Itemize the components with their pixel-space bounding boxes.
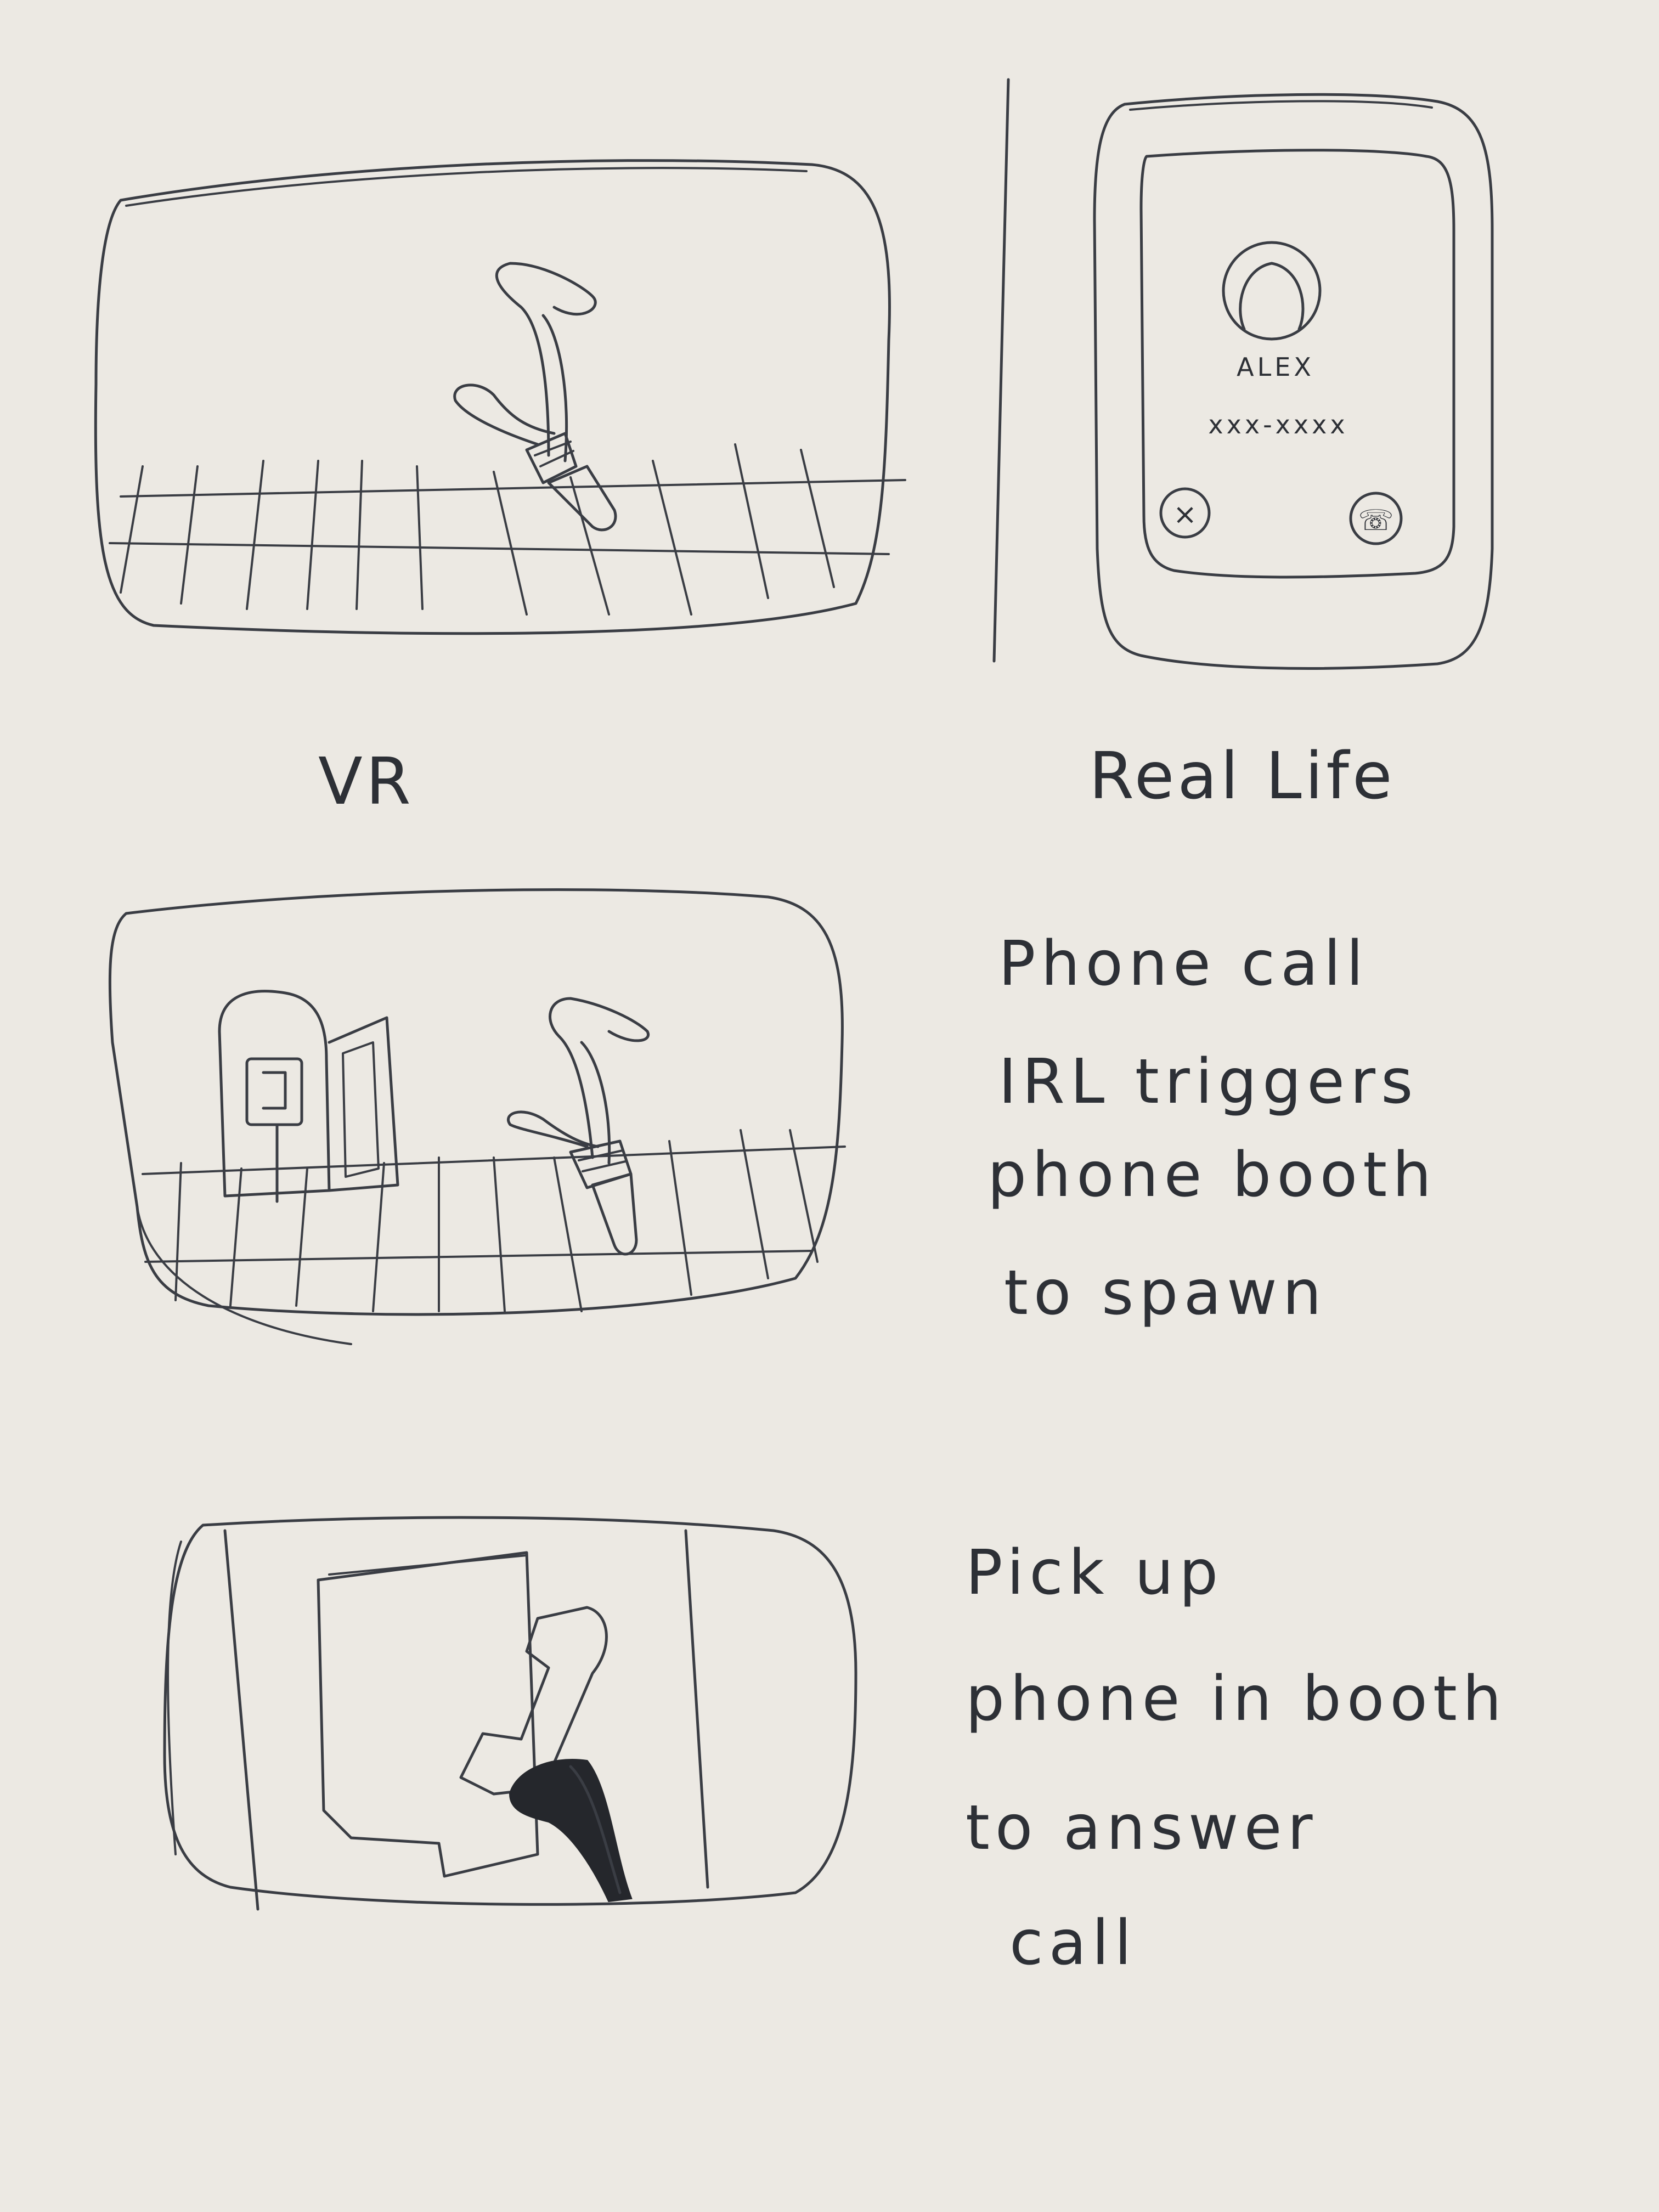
note-line: to answer — [966, 1792, 1318, 1864]
booth-floor-grid — [142, 1129, 846, 1312]
note-line: Pick up — [966, 1537, 1223, 1609]
note-line: IRL triggers — [998, 1046, 1418, 1118]
booth-wall-left — [223, 1529, 259, 1911]
pick-up-frame — [163, 1516, 857, 1906]
panel-divider — [992, 78, 1010, 663]
phone-frame-sketch-line — [1129, 100, 1433, 111]
vr-floor-grid — [109, 443, 906, 616]
real-life-caption: Real Life — [1089, 738, 1396, 814]
caller-avatar-icon — [1222, 241, 1322, 341]
phone-screen — [1139, 149, 1455, 579]
note-line: phone booth — [988, 1139, 1437, 1211]
phone-box — [317, 1551, 539, 1878]
vr-panel — [94, 159, 906, 635]
booth-controller-hand-icon — [507, 997, 650, 1256]
caller-number: xxx-xxxx — [1208, 410, 1348, 439]
frame-sketch-line — [136, 1206, 352, 1345]
caller-name: ALEX — [1237, 352, 1314, 382]
handset-icon — [459, 1606, 633, 1903]
note-line: to spawn — [1004, 1257, 1327, 1329]
note-line: Phone call — [998, 928, 1369, 1000]
decline-call-button[interactable]: × — [1159, 487, 1211, 539]
booth-spawn-note: Phone call IRL triggers phone booth to s… — [988, 928, 1437, 1329]
controller-hand-icon — [453, 262, 617, 532]
answer-icon: ☏ — [1358, 504, 1393, 537]
booth-wall-right — [684, 1529, 709, 1889]
note-line: phone in booth — [966, 1663, 1507, 1735]
vr-frame-sketch-line — [125, 167, 808, 207]
vr-frame — [94, 159, 891, 635]
booth-spawn-frame — [108, 888, 844, 1316]
answer-call-button[interactable]: ☏ — [1349, 492, 1403, 545]
phone-booth-icon — [218, 990, 399, 1203]
booth-spawn-panel — [108, 888, 846, 1345]
real-life-panel: ALEX xxx-xxxx × ☏ — [1093, 93, 1494, 670]
pick-up-note: Pick up phone in booth to answer call — [966, 1537, 1507, 1979]
frame-sketch-line — [167, 1541, 182, 1855]
frame-sketch-line — [328, 1554, 528, 1576]
pick-up-panel — [163, 1516, 857, 1911]
phone-outer-frame — [1093, 93, 1494, 670]
note-line: call — [1009, 1908, 1137, 1979]
decline-icon: × — [1173, 498, 1197, 531]
vr-caption: VR — [318, 743, 414, 819]
